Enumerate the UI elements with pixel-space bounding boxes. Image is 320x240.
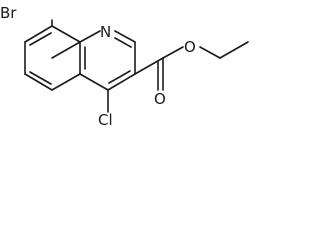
bromine-label: Br [0,4,17,22]
bond-c8-ring [51,25,81,43]
bond-n1-c2-inner [114,37,132,48]
bond-n1-c2 [114,30,136,43]
chlorine-label: Cl [98,111,113,129]
bond-ch2-ch3 [219,41,249,59]
bond-c7-c8 [24,25,53,43]
bond-ester-o-ch2 [199,46,221,59]
bond-carbonyl-ester-o [162,46,184,59]
bond-lines [24,19,249,113]
bond-c8-c8a [51,41,81,59]
bond-c5-c6 [24,73,53,91]
ester-oxygen-label: O [184,38,196,56]
nitrogen-label: N [100,23,111,41]
carbonyl-oxygen-label: O [154,90,166,108]
bond-c7-c8-inner [29,32,52,46]
bond-c4-c4a [79,73,109,91]
atom-labels: Br N Cl O O [0,4,196,129]
bond-c8a-n1 [79,30,101,43]
bond-c3-c4 [107,73,136,91]
bond-c5-c6-inner [29,71,52,85]
chemical-structure-diagram: Br N Cl O O [0,4,249,129]
bond-c3-c4-inner [108,70,131,84]
bond-c4a-c5 [51,73,81,91]
